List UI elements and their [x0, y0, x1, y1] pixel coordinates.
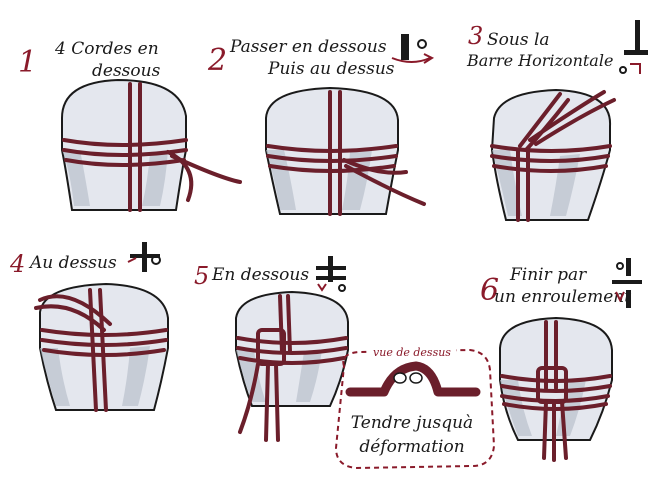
- step-2-number: 2: [207, 43, 227, 78]
- inset-top-view-drawing: [345, 361, 481, 397]
- step-5-number: 5: [194, 262, 209, 290]
- step-3-ropes: [490, 90, 616, 222]
- step-1-ropes: [62, 82, 242, 212]
- step-3-direction-icon: [619, 20, 648, 74]
- step-3-number: 3: [468, 22, 483, 50]
- step-2: 2 Passer en dessous Puis au dessus: [207, 34, 435, 216]
- step-5-direction-icon: [316, 256, 346, 292]
- inset-text-line-2: déformation: [359, 437, 464, 457]
- step-4-direction-icon: [127, 242, 161, 272]
- step-2-title-line-2: Puis au dessus: [267, 59, 395, 79]
- step-6-ropes: [500, 320, 612, 462]
- step-4-ropes: [34, 288, 168, 412]
- step-6-direction-icon: [612, 258, 642, 308]
- step-6-title-line-1: Finir par: [509, 265, 587, 285]
- step-6: 6 Finir par un enroulement: [480, 258, 642, 462]
- step-5-title-line-1: En dessous: [211, 265, 309, 285]
- step-2-title-line-1: Passer en dessous: [229, 37, 387, 57]
- step-4-title-line-1: Au dessus: [28, 253, 117, 273]
- step-3-title-line-2: Barre Horizontale: [466, 51, 613, 70]
- step-5: 5 En dessous: [194, 256, 349, 442]
- step-1-title-line-1: 4 Cordes en: [54, 39, 159, 59]
- step-6-number: 6: [480, 273, 499, 308]
- step-2-direction-icon: [391, 34, 435, 64]
- step-2-ropes: [266, 90, 426, 216]
- step-1-number: 1: [18, 45, 37, 80]
- step-4-number: 4: [9, 250, 25, 278]
- step-1-title-line-2: dessous: [92, 61, 161, 81]
- step-3: 3 Sous la Barre Horizontale: [466, 20, 648, 222]
- step-6-title-line-2: un enroulement: [494, 287, 631, 307]
- step-5-ropes: [236, 294, 348, 442]
- top-view-inset: vue de dessus Tendre jusquà déformation: [334, 344, 496, 470]
- inset-text-line-1: Tendre jusquà: [351, 413, 473, 433]
- step-1: 1 4 Cordes en dessous: [18, 39, 242, 212]
- inset-header: vue de dessus: [373, 346, 451, 359]
- step-3-title-line-1: Sous la: [487, 30, 550, 50]
- step-4: 4 Au dessus: [9, 242, 169, 412]
